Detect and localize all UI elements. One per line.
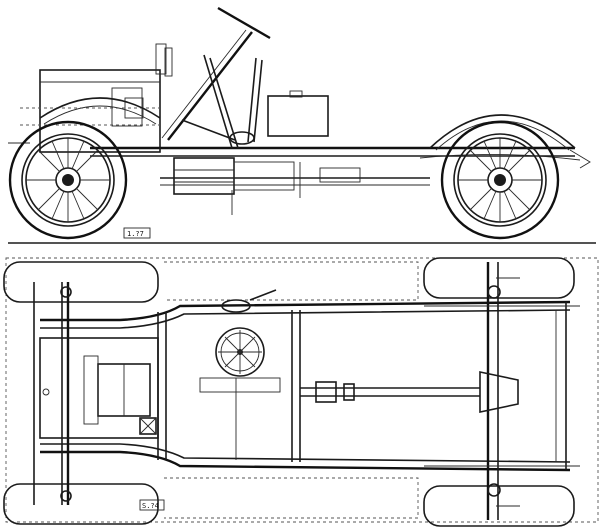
frame-side-rail	[8, 142, 575, 186]
control-levers	[203, 54, 263, 149]
engine-plan	[39, 337, 159, 439]
rear-axle	[479, 262, 520, 520]
steering-wheel-plan	[215, 327, 265, 377]
fuel-cap	[289, 90, 303, 98]
front-left-wheel-plan	[3, 261, 159, 303]
rear-left-wheel-plan	[423, 257, 575, 299]
lever-assembly-plan	[199, 289, 281, 460]
side-plate-tag-box	[123, 227, 151, 239]
side-plate-tag: 1.?7	[127, 230, 144, 238]
propeller-shaft	[300, 381, 480, 403]
front-wheel-side	[8, 120, 128, 240]
front-right-wheel-plan	[3, 483, 159, 525]
plan-plate-tag-box	[139, 499, 165, 511]
side-elevation-view: 1.?7	[8, 6, 596, 244]
steering-column	[161, 6, 271, 141]
plan-view: S.?4	[3, 257, 599, 527]
differential	[479, 371, 519, 413]
rear-fender	[429, 114, 576, 149]
rear-wheel-side	[440, 120, 560, 240]
fuel-tank	[267, 95, 329, 137]
steering-wheel	[217, 6, 271, 40]
front-axle	[33, 282, 72, 505]
frame-rails-plan	[40, 300, 571, 472]
gearbox	[173, 157, 361, 215]
plan-plate-tag: S.?4	[142, 502, 159, 510]
front-fender	[39, 97, 161, 119]
cross-members	[157, 310, 301, 462]
